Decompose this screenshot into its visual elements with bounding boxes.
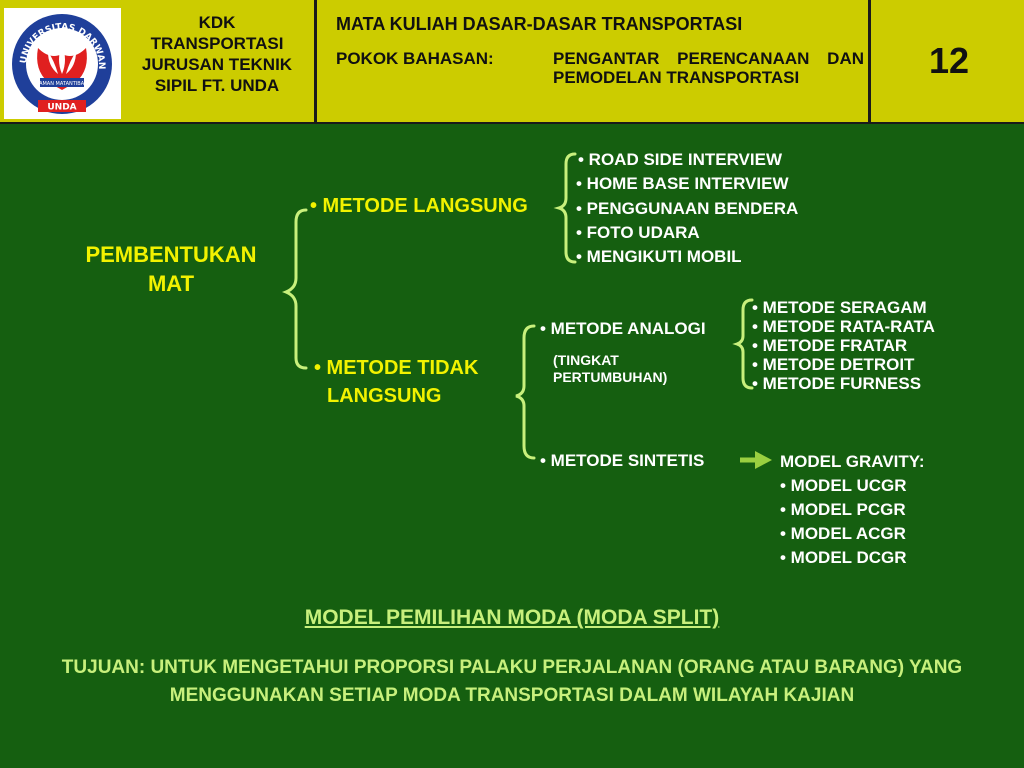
analog-method-item: • METODE FRATAR xyxy=(752,336,908,355)
gravity-model-item: • MODEL PCGR xyxy=(780,500,906,519)
institution-name: KDK TRANSPORTASI JURUSAN TEKNIK SIPIL FT… xyxy=(122,12,312,96)
gravity-model-item: • MODEL DCGR xyxy=(780,548,907,567)
arrow-head xyxy=(755,451,772,469)
header-divider xyxy=(314,0,317,122)
institution-line: TRANSPORTASI xyxy=(150,34,284,53)
analog-note-line: PERTUMBUHAN) xyxy=(553,369,668,385)
university-logo-icon: UNIVERSITAS DARWAN ALI TAMAN MATANTIBAR … xyxy=(4,8,112,114)
logo-banner-text: UNDA xyxy=(47,103,76,113)
analog-note-line: (TINGKAT xyxy=(553,352,619,368)
university-logo: UNIVERSITAS DARWAN ALI TAMAN MATANTIBAR … xyxy=(4,8,121,119)
header-bar: UNIVERSITAS DARWAN ALI TAMAN MATANTIBAR … xyxy=(0,0,1024,124)
synthetic-arrow xyxy=(740,451,772,469)
topic-value: PENGANTAR PERENCANAAN DAN PEMODELAN TRAN… xyxy=(553,49,864,87)
purpose-text: TUJUAN: UNTUK MENGETAHUI PROPORSI PALAKU… xyxy=(61,657,963,706)
direct-methods-brace xyxy=(553,152,577,264)
direct-method-node: • METODE LANGSUNG xyxy=(310,195,528,217)
indirect-method-node: • METODE TIDAK LANGSUNG xyxy=(314,354,478,410)
section-heading: MODEL PEMILIHAN MODA (MODA SPLIT) xyxy=(0,606,1024,630)
logo-left-leaf xyxy=(48,52,58,74)
synthetic-method-node: • METODE SINTETIS xyxy=(540,451,705,470)
indirect-method-line: LANGSUNG xyxy=(327,385,442,407)
direct-method-item: • FOTO UDARA xyxy=(576,223,700,242)
logo-motto-band xyxy=(40,78,84,87)
direct-method-item: • PENGGUNAAN BENDERA xyxy=(576,199,799,218)
gravity-model-item: • MODEL ACGR xyxy=(780,524,906,543)
analog-method-item: • METODE FURNESS xyxy=(752,374,922,393)
analog-method-note: (TINGKAT PERTUMBUHAN) xyxy=(553,352,667,386)
root-line: MAT xyxy=(147,271,195,296)
root-line: PEMBENTUKAN xyxy=(85,242,257,267)
direct-method-item: • HOME BASE INTERVIEW xyxy=(576,174,789,193)
logo-motto-text: TAMAN MATANTIBAR xyxy=(35,81,88,87)
institution-line: KDK xyxy=(198,13,236,32)
gravity-model-item: • MODEL UCGR xyxy=(780,476,907,495)
logo-center-leaf xyxy=(59,44,65,74)
direct-method-item: • MENGIKUTI MOBIL xyxy=(576,247,742,266)
analog-method-item: • METODE DETROIT xyxy=(752,355,915,374)
section-heading-text: MODEL PEMILIHAN MODA (MODA SPLIT) xyxy=(304,606,720,629)
indirect-method-line: • METODE TIDAK xyxy=(314,357,479,379)
course-title: MATA KULIAH DASAR-DASAR TRANSPORTASI xyxy=(336,14,743,34)
analog-method-node: • METODE ANALOGI xyxy=(540,319,706,338)
gravity-model-title: MODEL GRAVITY: xyxy=(780,452,925,471)
institution-line: SIPIL FT. UNDA xyxy=(154,76,280,95)
slide-number: 12 xyxy=(928,40,970,81)
logo-right-leaf xyxy=(66,52,76,74)
analog-method-item: • METODE RATA-RATA xyxy=(752,317,935,336)
indirect-methods-brace xyxy=(515,324,536,460)
logo-banner xyxy=(38,100,86,112)
topic-label: POKOK BAHASAN: xyxy=(336,49,494,68)
analog-methods-brace xyxy=(732,298,754,390)
header-divider xyxy=(868,0,871,122)
direct-method-item: • ROAD SIDE INTERVIEW xyxy=(578,150,782,169)
institution-line: JURUSAN TEKNIK xyxy=(141,55,293,74)
analog-method-item: • METODE SERAGAM xyxy=(752,298,927,317)
root-node: PEMBENTUKAN MAT xyxy=(58,240,284,298)
root-brace xyxy=(281,208,308,370)
